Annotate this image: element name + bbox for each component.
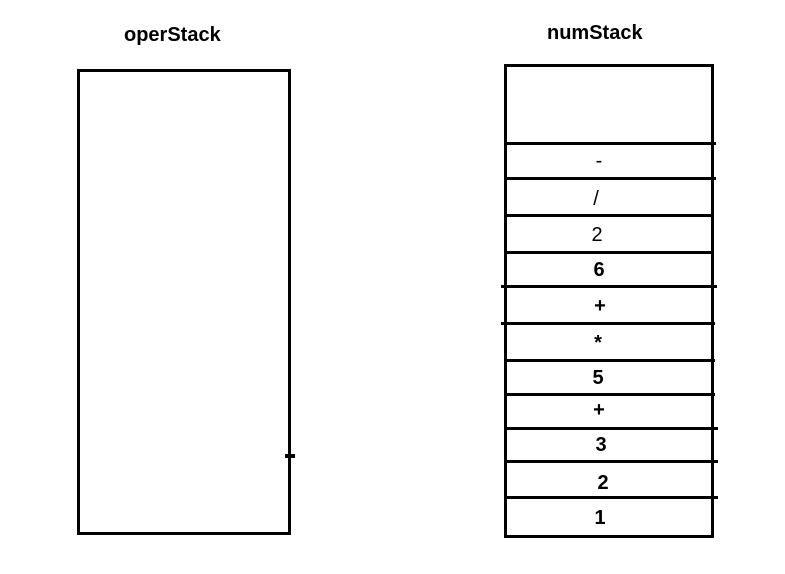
stack-cell-value: + (593, 399, 605, 421)
stack-divider (506, 142, 716, 145)
stack-cell-value: 2 (597, 472, 609, 494)
stack-cell-value: 1 (594, 507, 606, 529)
stack-divider (506, 393, 715, 396)
oper-stack-box (77, 69, 291, 535)
stack-divider (501, 322, 715, 325)
stack-divider (506, 460, 718, 463)
stack-divider (506, 427, 718, 430)
stack-divider (506, 359, 715, 362)
edge-mark (285, 454, 295, 458)
stack-cell-value: 6 (593, 259, 605, 281)
stack-divider (506, 251, 713, 254)
stack-divider (506, 214, 713, 217)
stack-cell-value: * (594, 332, 602, 354)
stack-cell-value: 2 (591, 224, 603, 246)
stack-divider (501, 285, 717, 288)
stack-cell-value: + (594, 295, 606, 317)
stack-divider (506, 177, 716, 180)
stack-cell-value: 3 (595, 434, 607, 456)
stack-cell-value: 5 (592, 367, 604, 389)
stack-divider (506, 496, 718, 499)
oper-stack-title: operStack (124, 24, 221, 46)
num-stack-title: numStack (547, 22, 643, 44)
stack-cell-value: - (595, 150, 603, 172)
stack-cell-value: / (593, 188, 599, 210)
